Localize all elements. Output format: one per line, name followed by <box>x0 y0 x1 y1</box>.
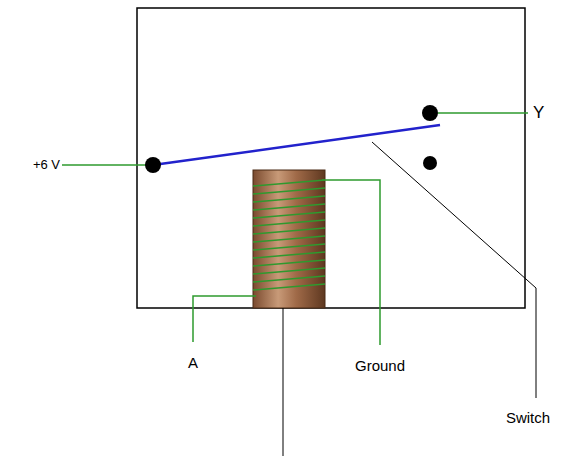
coil-winding <box>253 212 325 218</box>
output-label: Y <box>533 104 544 123</box>
supply-wire <box>62 164 153 166</box>
coil-winding <box>253 236 325 242</box>
coil-windings <box>253 180 325 290</box>
coil-leader <box>283 308 284 456</box>
coil-winding <box>253 180 325 186</box>
relay-housing <box>137 8 525 308</box>
coil-core <box>253 170 325 308</box>
ground-wire <box>322 180 380 345</box>
coil-winding <box>253 220 325 226</box>
coil-winding <box>253 268 325 274</box>
output-wire <box>438 112 528 114</box>
input-label: A <box>188 355 198 372</box>
input-wire <box>193 296 256 342</box>
coil-winding <box>253 204 325 210</box>
switch-arm <box>153 125 440 165</box>
contact-y <box>422 105 438 121</box>
coil-winding <box>253 284 325 290</box>
ground-label: Ground <box>355 358 405 375</box>
coil-winding <box>253 188 325 194</box>
coil-winding <box>253 260 325 266</box>
coil-winding <box>253 196 325 202</box>
contact-open <box>423 156 437 170</box>
supply-label: +6 V <box>33 158 60 172</box>
coil-winding <box>253 228 325 234</box>
switch-label: Switch <box>506 410 550 427</box>
coil-winding <box>253 276 325 282</box>
pivot-contact <box>145 157 161 173</box>
coil-winding <box>253 244 325 250</box>
coil-winding <box>253 252 325 258</box>
